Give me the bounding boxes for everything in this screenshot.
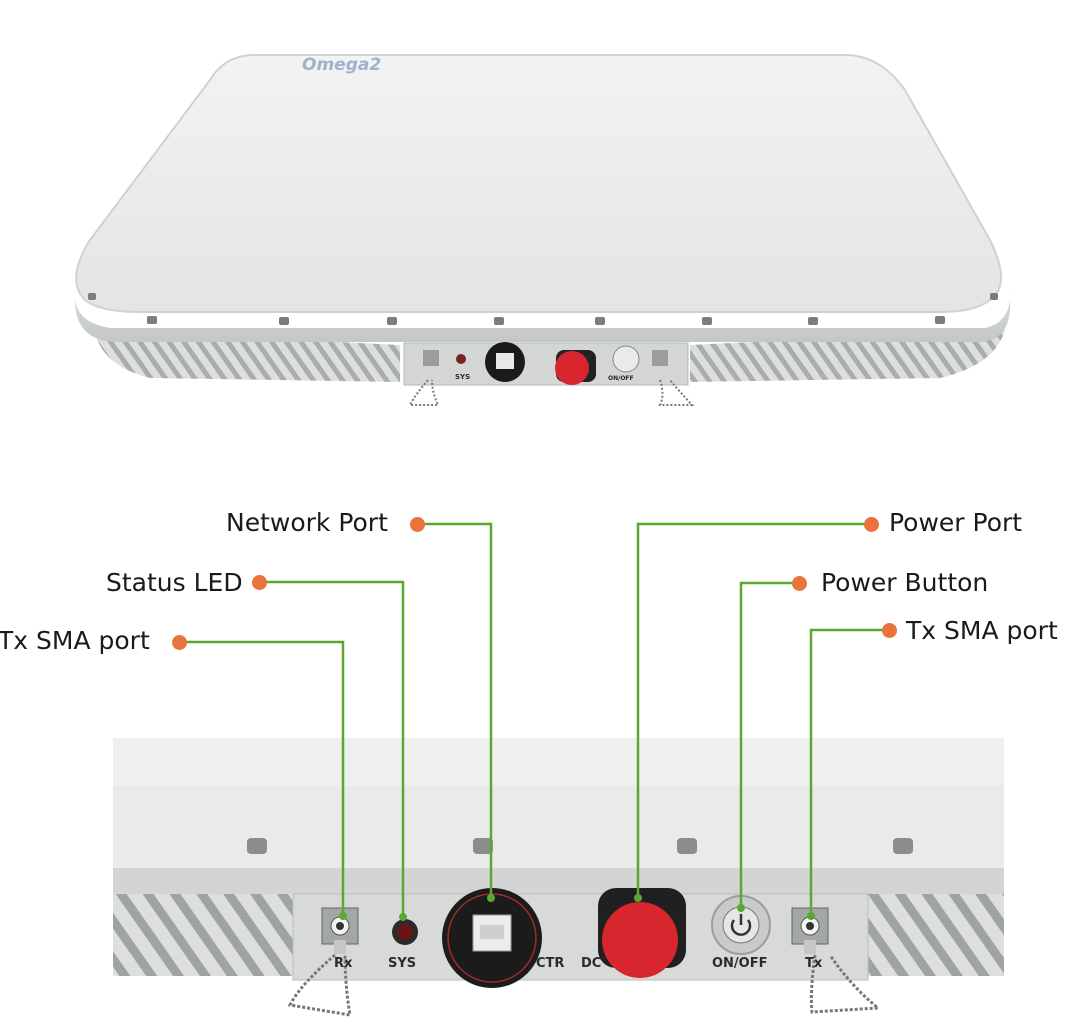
rx-sma-connector bbox=[321, 907, 359, 954]
network-port-hardware bbox=[442, 888, 542, 988]
status-led-dot bbox=[252, 575, 267, 590]
tx-sma-connector bbox=[791, 907, 829, 954]
zoomed-device: Rx SYS CTR DC ON/OFF Tx bbox=[113, 738, 1004, 1017]
power-port-dot bbox=[864, 517, 879, 532]
tx-sma-leader bbox=[809, 628, 889, 916]
logo: Omega2 bbox=[302, 55, 381, 75]
status-led-label: Status LED bbox=[106, 568, 243, 597]
tx-sma-port-label: Tx SMA port bbox=[906, 616, 1058, 645]
leader-lines bbox=[180, 522, 889, 917]
power-port-leader bbox=[636, 522, 871, 898]
power-button-dot bbox=[792, 576, 807, 591]
power-button-label: Power Button bbox=[821, 568, 989, 597]
network-port-dot bbox=[410, 517, 425, 532]
power-button-hardware bbox=[711, 895, 771, 955]
status-led-leader bbox=[260, 580, 405, 917]
rx-sma-port-label: Tx SMA port bbox=[0, 626, 150, 655]
power-button-leader bbox=[739, 581, 799, 908]
top-device: SYS ON/OFF Omega2 bbox=[74, 54, 1011, 406]
rx-port-label: Rx bbox=[334, 956, 353, 971]
network-port-leader bbox=[418, 522, 493, 898]
onoff-port-label: ON/OFF bbox=[712, 956, 768, 971]
rx-sma-leader bbox=[180, 640, 345, 916]
rx-sma-port-dot bbox=[172, 635, 187, 650]
network-port-label: Network Port bbox=[226, 508, 388, 537]
power-port-hardware bbox=[598, 888, 686, 978]
sys-port-label: SYS bbox=[388, 956, 416, 971]
ctr-port-label: CTR bbox=[536, 956, 564, 971]
leader-end-dots bbox=[339, 894, 815, 921]
dc-port-label: DC bbox=[581, 956, 601, 971]
top-sys-label: SYS bbox=[455, 373, 470, 381]
screws bbox=[247, 838, 913, 854]
top-onoff-label: ON/OFF bbox=[608, 375, 634, 382]
tx-port-label: Tx bbox=[805, 956, 823, 971]
tx-sma-port-dot bbox=[882, 623, 897, 638]
status-led-hardware bbox=[392, 919, 418, 945]
power-port-label: Power Port bbox=[889, 508, 1023, 537]
